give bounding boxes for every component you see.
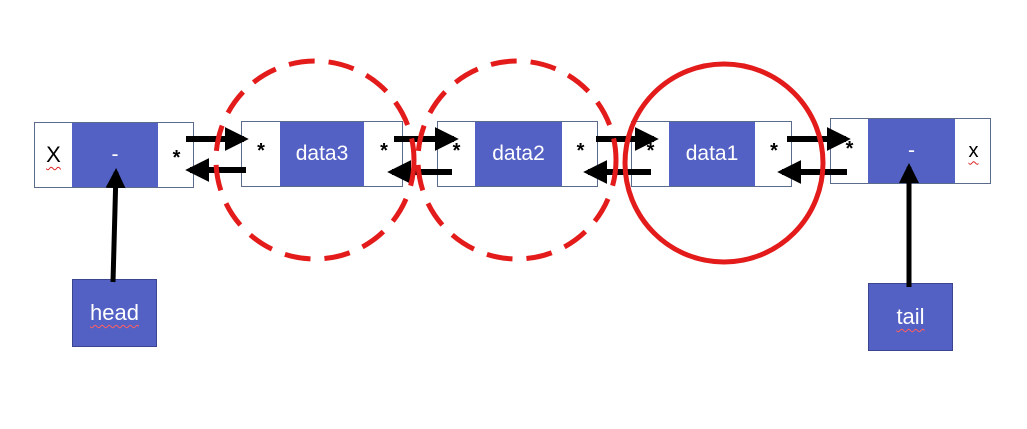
next-pointer: * xyxy=(576,139,585,162)
null-marker: X xyxy=(46,142,61,167)
node-data2: * data2 * xyxy=(437,121,598,187)
node-data3: * data3 * xyxy=(241,121,403,187)
null-marker: x xyxy=(968,139,979,162)
dashed-circle xyxy=(213,58,417,262)
node-data: data3 xyxy=(280,122,364,186)
solid-circle xyxy=(622,61,826,265)
head-label-text: head xyxy=(90,300,139,325)
node-data: data1 xyxy=(669,122,755,186)
tail-label-text: tail xyxy=(896,304,925,329)
head-pointer-arrow xyxy=(105,168,126,283)
head-label: head xyxy=(72,279,157,347)
next-pointer: * xyxy=(770,139,778,162)
dashed-circle xyxy=(415,58,619,262)
node-data: data2 xyxy=(475,122,562,186)
tail-label: tail xyxy=(868,283,953,351)
node-data1: * data1 * xyxy=(631,121,792,187)
prev-pointer: * xyxy=(257,139,265,162)
node-tail-sentinel: * - x xyxy=(830,118,991,184)
next-pointer: * xyxy=(172,146,181,169)
next-pointer: * xyxy=(380,139,388,162)
